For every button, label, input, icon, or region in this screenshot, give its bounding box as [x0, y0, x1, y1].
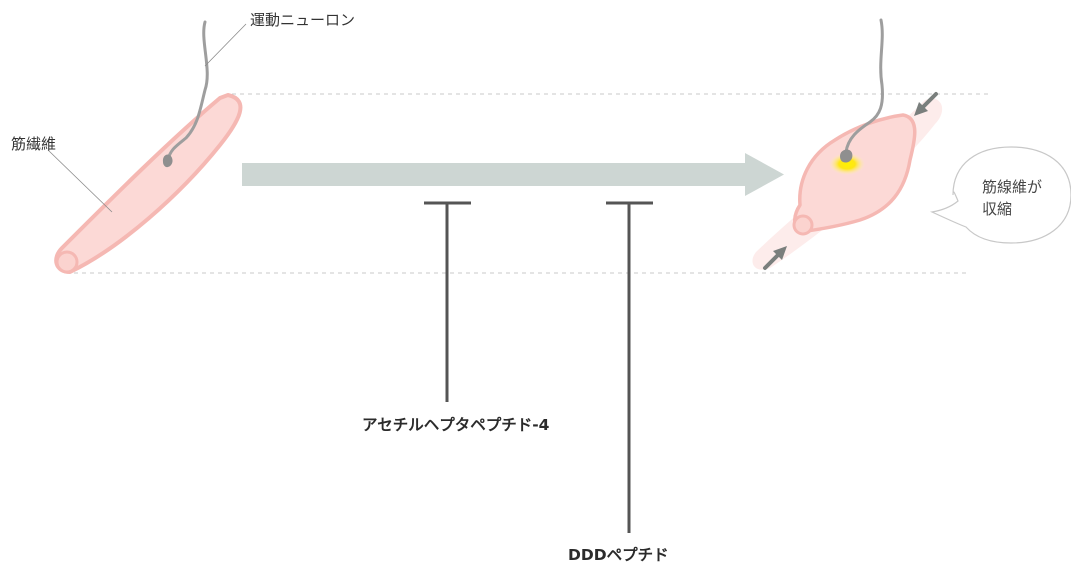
inhibitor-bar-acetyl	[424, 201, 471, 402]
motor-neuron-right	[840, 18, 884, 163]
ddd-peptide-label: DDDペプチド	[568, 546, 669, 564]
contraction-arrow-bottom	[763, 246, 787, 270]
motor-neuron-label: 運動ニューロン	[250, 11, 356, 29]
fiber-end-circle	[55, 250, 79, 274]
leader-line-neuron	[204, 23, 247, 67]
inhibitor-bar-ddd	[606, 201, 653, 533]
contracted-end-circle	[792, 214, 814, 236]
contraction-arrow-top	[914, 92, 938, 116]
leader-line-fiber	[47, 149, 113, 213]
contraction-bubble-text: 筋線維が 収縮	[982, 176, 1042, 220]
contraction-text-line-1: 筋線維が	[982, 178, 1043, 196]
contraction-text-line-2: 収縮	[982, 200, 1013, 218]
relaxed-muscle-fiber	[54, 93, 243, 274]
muscle-fiber-label: 筋繊維	[11, 135, 57, 153]
motor-neuron-left	[162, 20, 209, 168]
process-arrow	[242, 153, 784, 196]
contracted-muscle-fiber	[752, 98, 943, 270]
junction-glow	[829, 153, 865, 175]
acetyl-heptapeptide-label: アセチルヘプタペプチド-4	[362, 416, 550, 434]
